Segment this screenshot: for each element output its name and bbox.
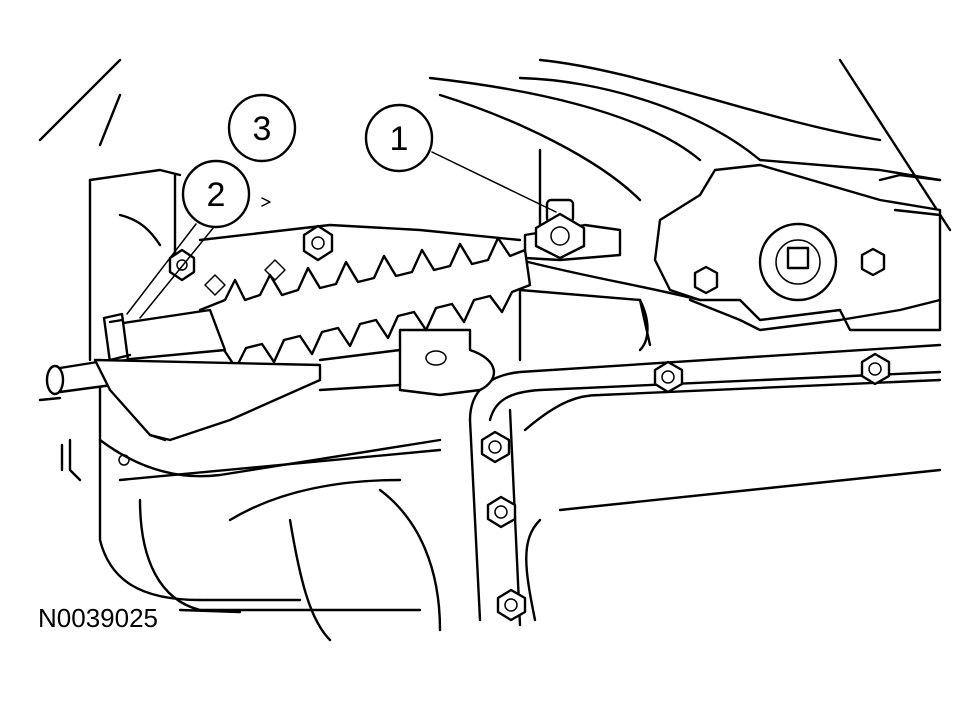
callout-3: 3 [227,93,297,163]
callout-2: 2 [181,159,251,229]
callout-3-label: 3 [253,110,272,148]
callout-1: 1 [364,103,434,173]
pan-bolt [480,430,511,464]
pan-bolt [496,588,527,622]
bolt-1 [534,198,586,260]
cable-boot [198,236,532,370]
cable-bracket [93,353,322,442]
bracket-bolts [168,224,334,296]
cable-end [38,308,227,402]
range-sensor [653,163,942,332]
leader-line-2 [126,223,197,315]
housing-outline [38,58,952,362]
bracket-bolt [168,248,196,282]
pan-bolt [653,360,684,394]
pan-bolt [486,495,517,529]
callout-2-label: 2 [207,176,226,214]
callout-1-label: 1 [390,120,409,158]
pan-bolts [480,352,891,622]
leader-line-1 [431,151,557,213]
figure-id: N0039025 [38,603,158,633]
bracket-bolt [302,224,334,262]
pan-bolt [860,352,891,386]
